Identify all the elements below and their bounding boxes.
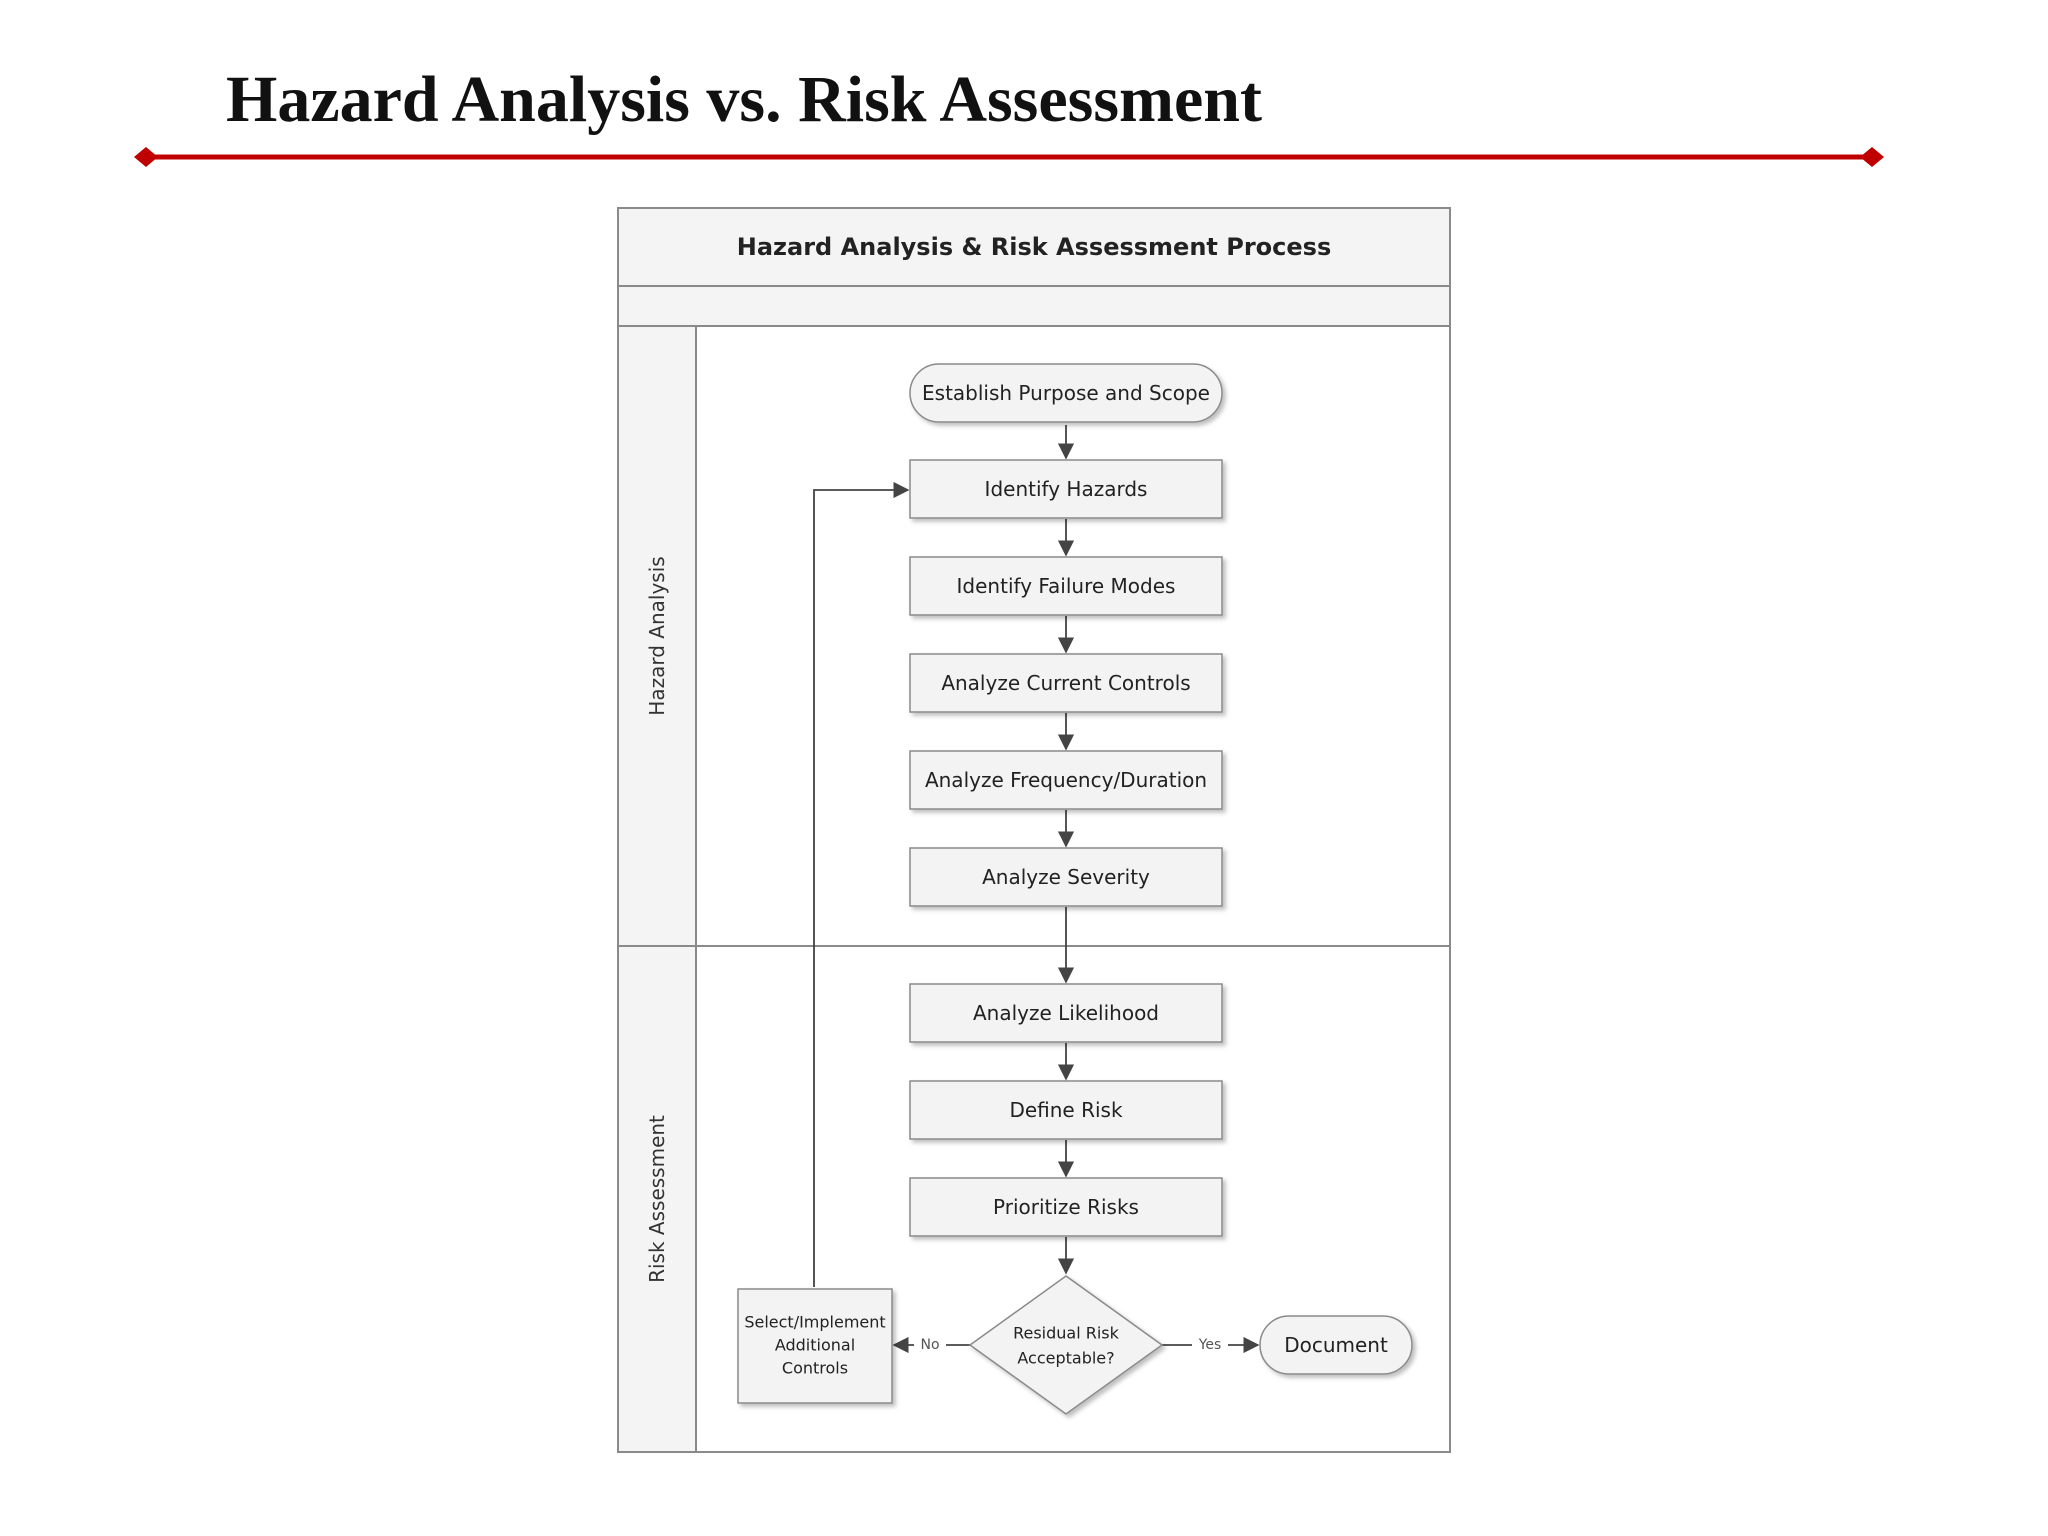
node-establish-scope: Establish Purpose and Scope bbox=[909, 363, 1223, 423]
svg-text:Define Risk: Define Risk bbox=[1009, 1098, 1123, 1122]
node-select-implement-controls: Select/Implement Additional Controls bbox=[737, 1288, 893, 1404]
lane-label-hazard-analysis: Hazard Analysis bbox=[645, 556, 669, 715]
svg-text:Prioritize Risks: Prioritize Risks bbox=[993, 1195, 1139, 1219]
edge-labels: No Yes bbox=[914, 1335, 1228, 1355]
node-identify-failure-modes: Identify Failure Modes bbox=[909, 556, 1223, 616]
node-define-risk: Define Risk bbox=[909, 1080, 1223, 1140]
title-rule bbox=[134, 147, 1884, 167]
lane-label-column bbox=[617, 325, 697, 1453]
svg-text:Identify Hazards: Identify Hazards bbox=[985, 477, 1148, 501]
edge-loop-back-to-hazards bbox=[813, 481, 910, 1287]
pool-header-title: Hazard Analysis & Risk Assessment Proces… bbox=[737, 233, 1331, 261]
edge-label-yes: Yes bbox=[1198, 1337, 1222, 1353]
rule-diamond-right bbox=[1860, 147, 1884, 167]
svg-text:Controls: Controls bbox=[782, 1359, 848, 1378]
svg-text:Acceptable?: Acceptable? bbox=[1017, 1349, 1114, 1368]
svg-text:Analyze Current Controls: Analyze Current Controls bbox=[941, 671, 1190, 695]
svg-text:Analyze Severity: Analyze Severity bbox=[982, 865, 1150, 889]
svg-text:Analyze Frequency/Duration: Analyze Frequency/Duration bbox=[925, 768, 1207, 792]
node-identify-hazards: Identify Hazards bbox=[909, 459, 1223, 519]
node-analyze-current-controls: Analyze Current Controls bbox=[909, 653, 1223, 713]
svg-text:Additional: Additional bbox=[775, 1336, 855, 1355]
svg-text:Residual Risk: Residual Risk bbox=[1013, 1324, 1120, 1343]
svg-text:Document: Document bbox=[1284, 1333, 1388, 1357]
nodes: Establish Purpose and Scope Identify Haz… bbox=[737, 363, 1413, 1415]
node-decision-residual-risk: Residual Risk Acceptable? bbox=[968, 1275, 1164, 1415]
svg-text:Select/Implement: Select/Implement bbox=[744, 1313, 885, 1332]
rule-diamond-left bbox=[134, 147, 158, 167]
slide-title: Hazard Analysis vs. Risk Assessment bbox=[226, 63, 1262, 136]
svg-text:Establish Purpose and Scope: Establish Purpose and Scope bbox=[922, 381, 1210, 405]
node-analyze-severity: Analyze Severity bbox=[909, 847, 1223, 907]
svg-text:Identify Failure Modes: Identify Failure Modes bbox=[957, 574, 1176, 598]
node-analyze-likelihood: Analyze Likelihood bbox=[909, 983, 1223, 1043]
lane-label-risk-assessment: Risk Assessment bbox=[645, 1115, 669, 1283]
pool-subheader bbox=[617, 285, 1451, 327]
node-document: Document bbox=[1259, 1315, 1413, 1375]
node-analyze-frequency: Analyze Frequency/Duration bbox=[909, 750, 1223, 810]
svg-text:Analyze Likelihood: Analyze Likelihood bbox=[973, 1001, 1159, 1025]
node-prioritize-risks: Prioritize Risks bbox=[909, 1177, 1223, 1237]
edge-label-no: No bbox=[920, 1337, 939, 1353]
